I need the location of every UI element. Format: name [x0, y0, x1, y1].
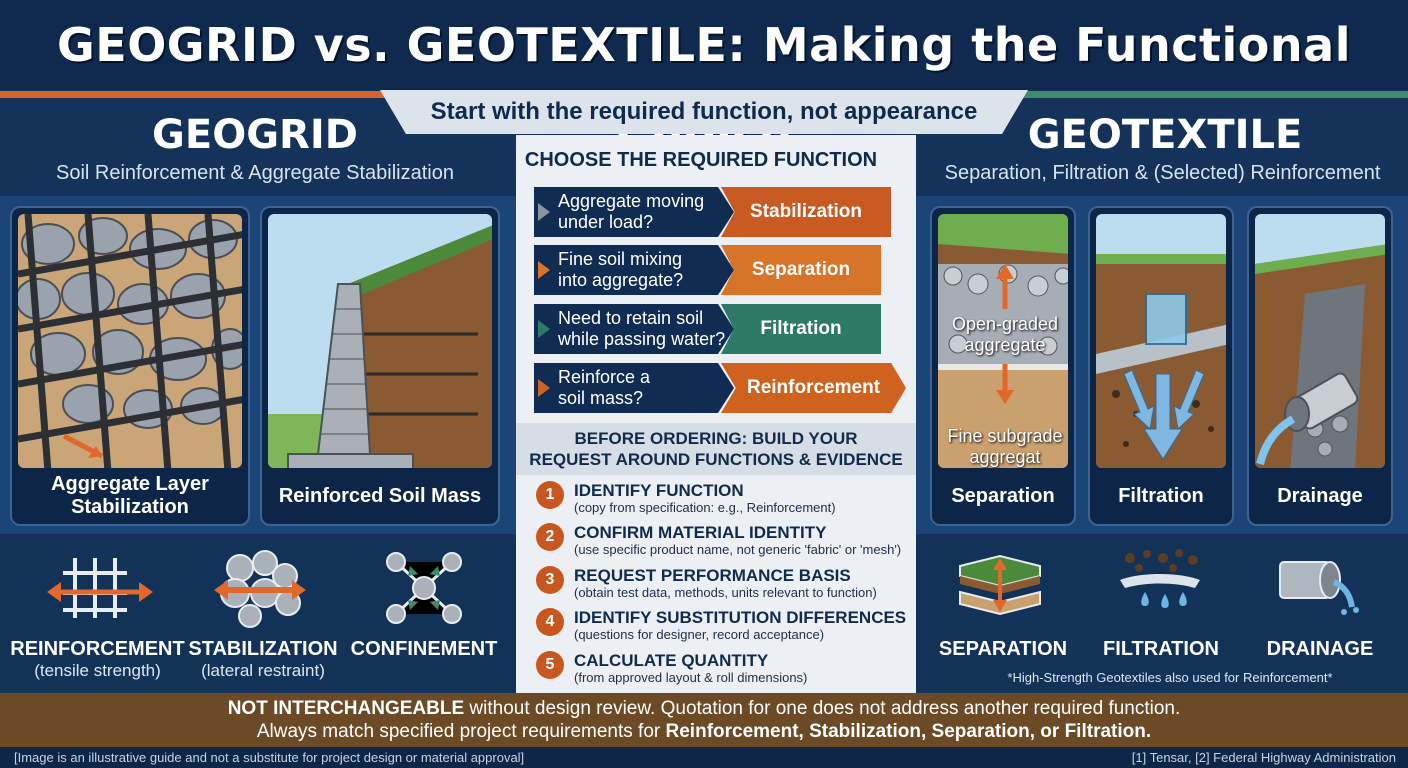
- icon-label-drainage: DRAINAGE: [1266, 638, 1374, 660]
- geotextile-subtitle: Separation, Filtration & (Selected) Rein…: [944, 162, 1381, 184]
- pointer-icon: [538, 203, 550, 221]
- sep-label-top-1: Open-graded: [951, 314, 1059, 334]
- separation-layers-icon: [955, 548, 1045, 625]
- reinforcement-note: *High-Strength Geotextiles also used for…: [1007, 670, 1333, 685]
- footer-warning: NOT INTERCHANGEABLE without design revie…: [0, 693, 1408, 747]
- grid-tension-icon: [45, 548, 155, 633]
- card-label: Separation: [951, 484, 1055, 507]
- icon-label-separation: SEPARATION: [938, 638, 1068, 660]
- card-reinforced-soil: Reinforced Soil Mass: [260, 206, 500, 526]
- pointer-icon: [538, 379, 550, 397]
- icon-sub-stabilization: (lateral restraint): [201, 661, 325, 680]
- icon-label-stabilization: STABILIZATION: [188, 638, 338, 660]
- retaining-wall-illustration: [268, 214, 492, 468]
- footer-bold-2: Reinforcement, Stabilization, Separation…: [665, 721, 1152, 742]
- footer-bold-1: NOT INTERCHANGEABLE: [227, 698, 465, 719]
- page-title: GEOGRID vs. GEOTEXTILE: Making the Funct…: [0, 0, 1408, 162]
- decision-panel: CHOOSE THE REQUIRED FUNCTION Aggregate m…: [516, 135, 916, 693]
- geogrid-aggregate-illustration: [18, 214, 242, 468]
- pointer-icon: [538, 261, 550, 279]
- drainage-pipe-illustration: [1255, 214, 1385, 468]
- before-ordering-header: BEFORE ORDERING: BUILD YOUR REQUEST AROU…: [516, 423, 916, 475]
- references: [1] Tensar, [2] Federal Highway Administ…: [1131, 750, 1396, 765]
- function-separation: Separation: [721, 245, 881, 295]
- card-separation: Open-graded aggregate Fine subgrade aggr…: [930, 206, 1076, 526]
- geogrid-subtitle: Soil Reinforcement & Aggregate Stabiliza…: [55, 162, 454, 184]
- orange-stripe: [0, 91, 400, 98]
- function-stabilization: Stabilization: [721, 187, 891, 237]
- card-label: Reinforced Soil Mass: [278, 484, 482, 507]
- card-label: Drainage: [1277, 484, 1363, 507]
- geotextile-title: GEOTEXTILE: [1027, 112, 1303, 158]
- card-label: Aggregate Layer Stabilization: [51, 473, 209, 518]
- before-heading-2: REQUEST AROUND FUNCTIONS & EVIDENCE: [529, 450, 903, 469]
- function-filtration: Filtration: [721, 304, 881, 354]
- icon-label-confinement: CONFINEMENT: [350, 638, 498, 660]
- function-reinforcement: Reinforcement: [721, 363, 906, 413]
- sep-label-bottom-1: Fine subgrade: [947, 426, 1063, 446]
- pointer-icon: [538, 320, 550, 338]
- footer-text-2: Always match specified project requireme…: [256, 721, 666, 742]
- choose-heading: CHOOSE THE REQUIRED FUNCTION: [524, 149, 878, 171]
- filtration-illustration: [1096, 214, 1226, 468]
- separation-illustration: Open-graded aggregate Fine subgrade aggr…: [938, 214, 1068, 468]
- geogrid-title: GEOGRID: [152, 112, 358, 158]
- card-label: Filtration: [1118, 484, 1204, 507]
- drainage-pipe-icon: [1272, 552, 1362, 627]
- sep-label-bottom-2: aggregat: [969, 447, 1041, 467]
- footer-text-1: without design review. Quotation for one…: [464, 698, 1181, 719]
- icon-label-reinforcement: REINFORCEMENT: [10, 638, 185, 660]
- filtration-drops-icon: [1115, 548, 1205, 625]
- before-heading-1: BEFORE ORDERING: BUILD YOUR: [574, 429, 858, 448]
- green-stripe: [1008, 91, 1408, 98]
- icon-label-filtration: FILTRATION: [1103, 638, 1219, 660]
- confinement-nodes-icon: [382, 548, 466, 633]
- sep-label-top-2: aggregate: [964, 335, 1046, 355]
- function-banner: Start with the required function, not ap…: [380, 90, 1028, 134]
- stone-restraint-icon: [210, 548, 310, 633]
- card-drainage: Drainage: [1247, 206, 1393, 526]
- disclaimer: [Image is an illustrative guide and not …: [14, 750, 525, 765]
- card-aggregate-stabilization: Aggregate Layer Stabilization: [10, 206, 250, 526]
- footer-notes: [Image is an illustrative guide and not …: [0, 747, 1408, 768]
- icon-sub-reinforcement: (tensile strength): [34, 661, 161, 680]
- card-filtration: Filtration: [1088, 206, 1234, 526]
